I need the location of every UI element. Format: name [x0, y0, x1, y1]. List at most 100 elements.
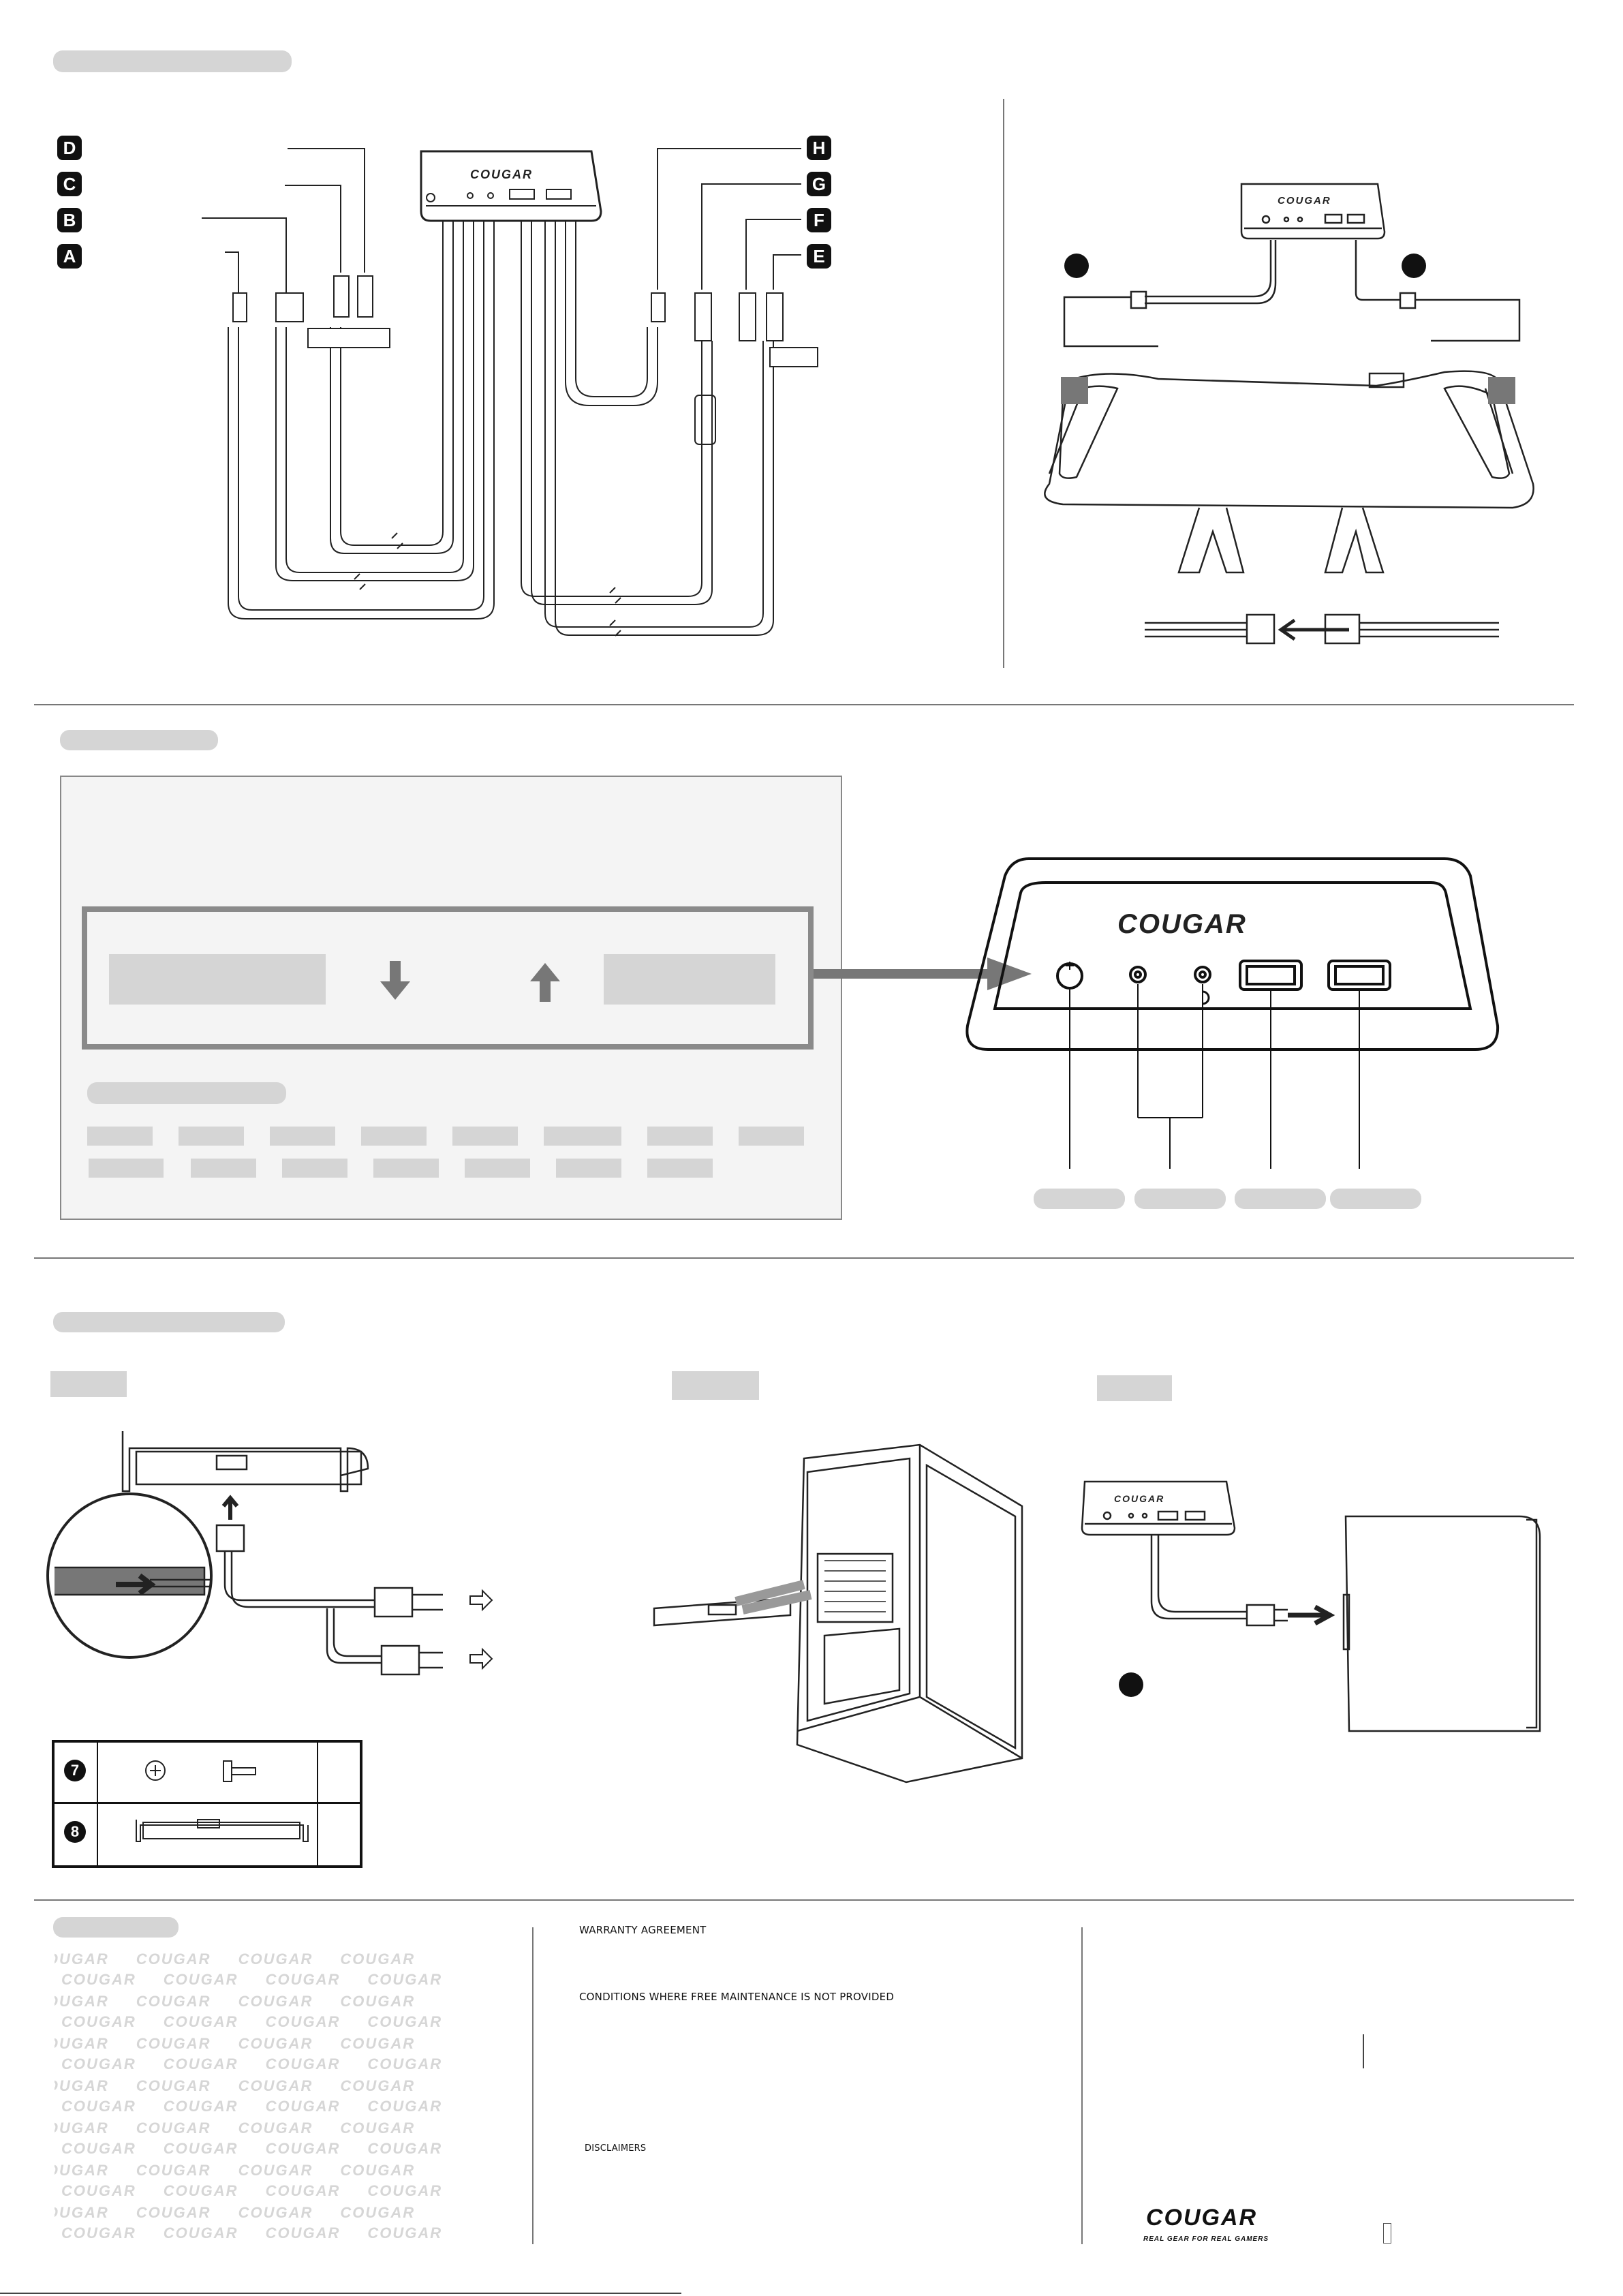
- step-label-placeholder: [50, 1371, 127, 1397]
- watermark-logo: COUGAR: [265, 2182, 341, 2199]
- tag-placeholder: [647, 1127, 713, 1146]
- watermark-logo: COUGAR: [367, 1971, 443, 1988]
- tag-placeholder: [179, 1127, 244, 1146]
- watermark-logo: COUGAR: [136, 2035, 211, 2052]
- desk-hub-logo: COUGAR: [1278, 195, 1331, 206]
- watermark-logo: COUGAR: [367, 2098, 443, 2115]
- table-row-badge-8: 8: [64, 1821, 86, 1843]
- tag-placeholder: [544, 1127, 621, 1146]
- mode-label-placeholder: [604, 954, 775, 1005]
- watermark-logo: COUGAR: [61, 2224, 136, 2241]
- watermark-row: COUGAR COUGAR COUGAR COUGAR: [61, 2013, 467, 2031]
- watermark-logo: COUGAR: [136, 1993, 211, 2010]
- disclaimers-heading: DISCLAIMERS: [585, 2143, 647, 2154]
- signature-divider: [1363, 2034, 1364, 2068]
- watermark-logo: COUGAR: [61, 2140, 136, 2157]
- section-title-placeholder: [53, 1312, 285, 1332]
- watermark-logo: COUGAR: [136, 2077, 211, 2094]
- cable-label-a: A: [57, 244, 82, 269]
- port-label-placeholder: [1134, 1189, 1226, 1209]
- watermark-logo: COUGAR: [340, 2119, 416, 2137]
- column-divider: [532, 1927, 534, 2244]
- watermark-logo: COUGAR: [367, 2224, 443, 2241]
- watermark-logo: COUGAR: [55, 2035, 109, 2052]
- watermark-logo: COUGAR: [265, 1971, 341, 1988]
- watermark-logo: COUGAR: [265, 2098, 341, 2115]
- watermark-logo: COUGAR: [238, 2035, 313, 2052]
- column-divider: [1081, 1927, 1083, 2244]
- watermark-logo: COUGAR: [265, 2140, 341, 2157]
- step1-bracket-diagram: [46, 1431, 493, 1676]
- port-label-placeholder: [1330, 1189, 1421, 1209]
- tag-placeholder: [373, 1159, 439, 1178]
- watermark-logo: COUGAR: [340, 2035, 416, 2052]
- watermark-logo: COUGAR: [55, 1950, 109, 1968]
- mode-box: [82, 906, 814, 1050]
- watermark-logo: COUGAR: [61, 2013, 136, 2030]
- section-divider-1: [34, 704, 1574, 705]
- mode-arrows: [380, 961, 560, 1002]
- desk-diagram: [1044, 183, 1534, 645]
- section-title-placeholder: [60, 730, 218, 750]
- step-label-placeholder: [672, 1371, 759, 1400]
- cable-label-f: F: [807, 208, 831, 232]
- cable-label-h: H: [807, 136, 831, 160]
- accessory-table: [52, 1740, 362, 1868]
- tag-placeholder: [556, 1159, 621, 1178]
- watermark-logo: COUGAR: [238, 2162, 313, 2179]
- tag-placeholder: [282, 1159, 347, 1178]
- tag-placeholder: [87, 1127, 153, 1146]
- watermark-logo: COUGAR: [238, 2119, 313, 2137]
- conditions-heading: CONDITIONS WHERE FREE MAINTENANCE IS NOT…: [579, 1991, 895, 2003]
- step3-hub-logo: COUGAR: [1114, 1493, 1165, 1504]
- watermark-logo: COUGAR: [367, 2055, 443, 2072]
- watermark-logo: COUGAR: [163, 2182, 238, 2199]
- watermark-logo: COUGAR: [163, 2013, 238, 2030]
- accessory-table-row-divider: [52, 1802, 362, 1804]
- cable-label-e: E: [807, 244, 831, 269]
- watermark-logo: COUGAR: [61, 1971, 136, 1988]
- watermark-logo: COUGAR: [163, 2055, 238, 2072]
- hub-logo-small: COUGAR: [470, 168, 533, 181]
- watermark-logo: COUGAR: [367, 2140, 443, 2157]
- tag-placeholder: [465, 1159, 530, 1178]
- watermark-logo: COUGAR: [340, 1993, 416, 2010]
- section-title-placeholder: [53, 1917, 179, 1938]
- watermark-logo: COUGAR: [265, 2055, 341, 2072]
- bottom-edge-line: [0, 2293, 681, 2294]
- certification-marks: [1383, 2223, 1391, 2244]
- section-divider-3: [34, 1899, 1574, 1901]
- cable-label-c: C: [57, 172, 82, 196]
- pointer-arrow: [814, 958, 1032, 990]
- watermark-logo: COUGAR: [61, 2055, 136, 2072]
- watermark-logo: COUGAR: [61, 2182, 136, 2199]
- accessory-table-col-divider: [317, 1740, 318, 1868]
- column-divider: [1003, 99, 1004, 668]
- watermark-logo: COUGAR: [265, 2013, 341, 2030]
- tag-placeholder: [361, 1127, 427, 1146]
- accessory-table-col-divider: [97, 1740, 98, 1868]
- hub-front-large: [965, 857, 1500, 1169]
- watermark-logo: COUGAR: [55, 2204, 109, 2221]
- cable-diagram: [202, 148, 818, 637]
- watermark-logo: COUGAR: [265, 2224, 341, 2241]
- watermark-logo: COUGAR: [367, 2013, 443, 2030]
- watermark-logo: COUGAR: [238, 2077, 313, 2094]
- step3-connection-diagram: [1081, 1480, 1541, 1732]
- footer-tagline: REAL GEAR FOR REAL GAMERS: [1143, 2235, 1269, 2243]
- tag-placeholder: [647, 1159, 713, 1178]
- footer-logo: COUGAR: [1146, 2205, 1258, 2231]
- watermark-row: COUGAR COUGAR COUGAR COUGAR: [55, 2035, 442, 2053]
- watermark-logo: COUGAR: [136, 2162, 211, 2179]
- section-title-placeholder: [53, 50, 292, 72]
- watermark-logo: COUGAR: [340, 2077, 416, 2094]
- cable-label-d: D: [57, 136, 82, 160]
